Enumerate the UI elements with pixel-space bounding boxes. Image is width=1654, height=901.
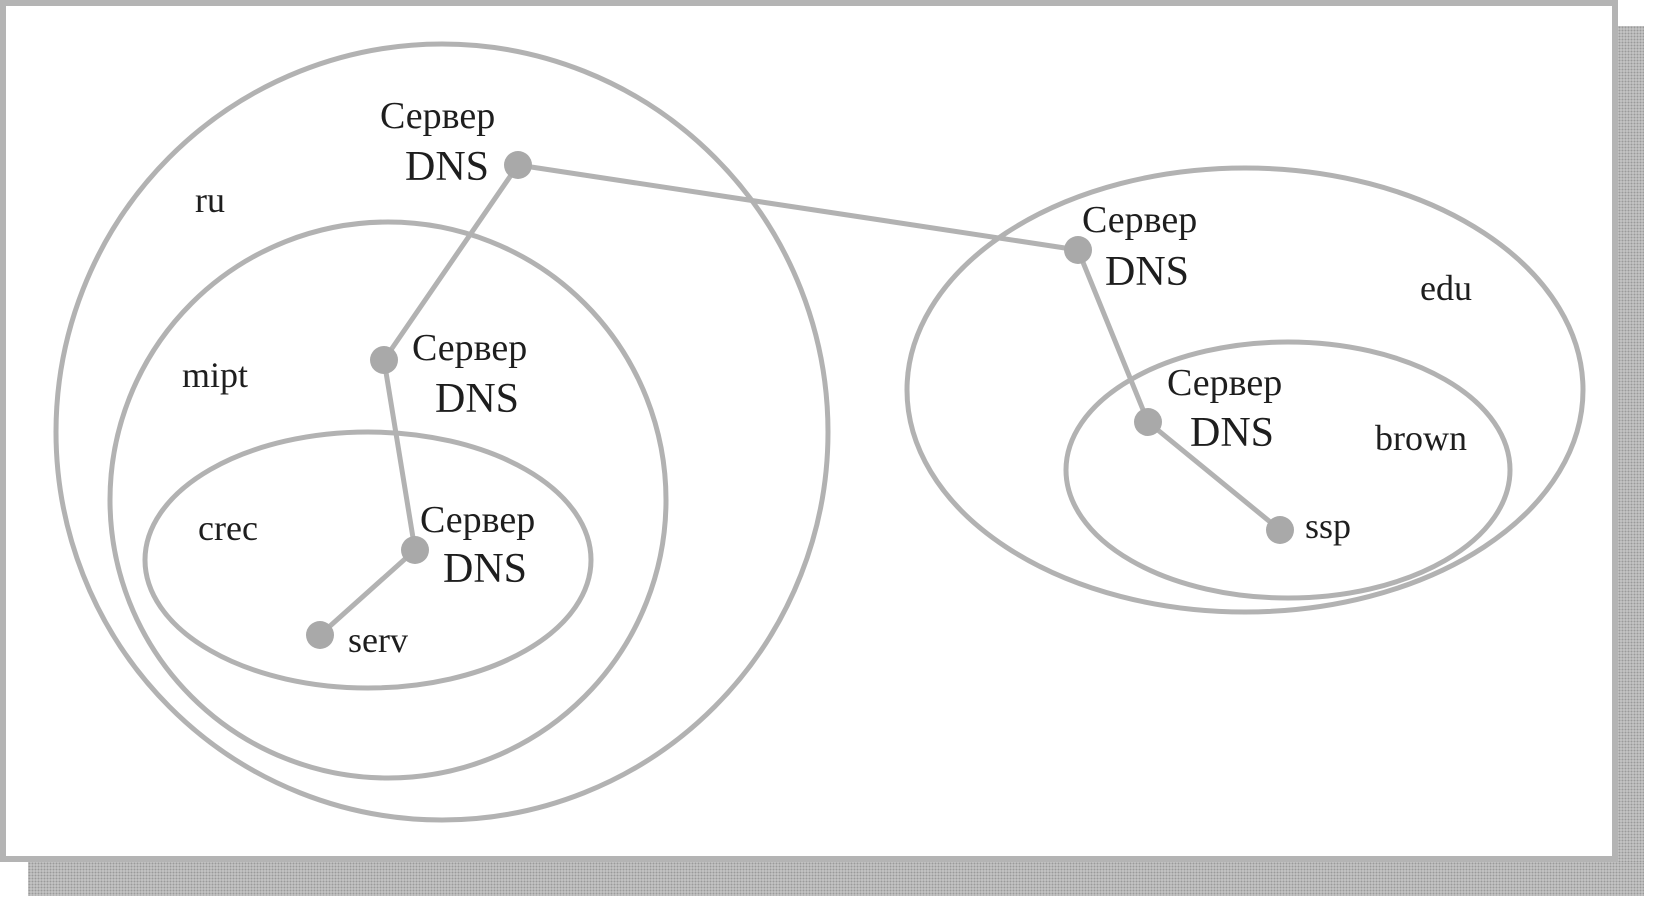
dns-server-brown-node [1134,408,1162,436]
zone-mipt-label: mipt [182,355,248,395]
link-ru-edu [515,162,1081,253]
host-serv-node [306,621,334,649]
dns-server-ru-label-line1: Сервер [380,95,495,137]
frame-shadow-bottom [28,862,1644,896]
host-serv-label: serv [348,620,408,660]
zone-edu-boundary [904,165,1586,615]
host-ssp-node [1266,516,1294,544]
frame-shadow-right [1618,26,1644,896]
link-crec-serv [317,547,418,638]
zone-mipt-boundary [107,219,669,781]
dns-server-crec-node [401,536,429,564]
link-edu-brown [1075,247,1151,425]
zone-ru-boundary [53,41,831,823]
dns-server-brown-label-line2: DNS [1190,410,1274,456]
zone-crec-label: crec [198,508,258,548]
diagram-frame [0,0,1618,862]
link-mipt-crec [381,357,418,553]
zone-ru-label: ru [195,180,225,220]
dns-server-ru-label-line2: DNS [405,144,489,190]
zone-brown-boundary [1063,339,1513,601]
dns-server-mipt-label-line1: Сервер [412,327,527,369]
link-ru-mipt [381,162,521,363]
zone-crec-boundary [142,429,594,691]
dns-server-edu-label-line1: Сервер [1082,199,1197,241]
host-ssp-label: ssp [1305,506,1351,546]
dns-server-mipt-label-line2: DNS [435,376,519,422]
dns-server-ru-node [504,151,532,179]
dns-server-brown-label-line1: Сервер [1167,362,1282,404]
link-brown-ssp [1145,419,1283,533]
dns-server-edu-node [1064,236,1092,264]
dns-server-mipt-node [370,346,398,374]
zone-brown-label: brown [1375,418,1467,458]
zone-edu-label: edu [1420,268,1472,308]
dns-server-crec-label-line2: DNS [443,546,527,592]
dns-server-edu-label-line2: DNS [1105,249,1189,295]
dns-server-crec-label-line1: Сервер [420,499,535,541]
